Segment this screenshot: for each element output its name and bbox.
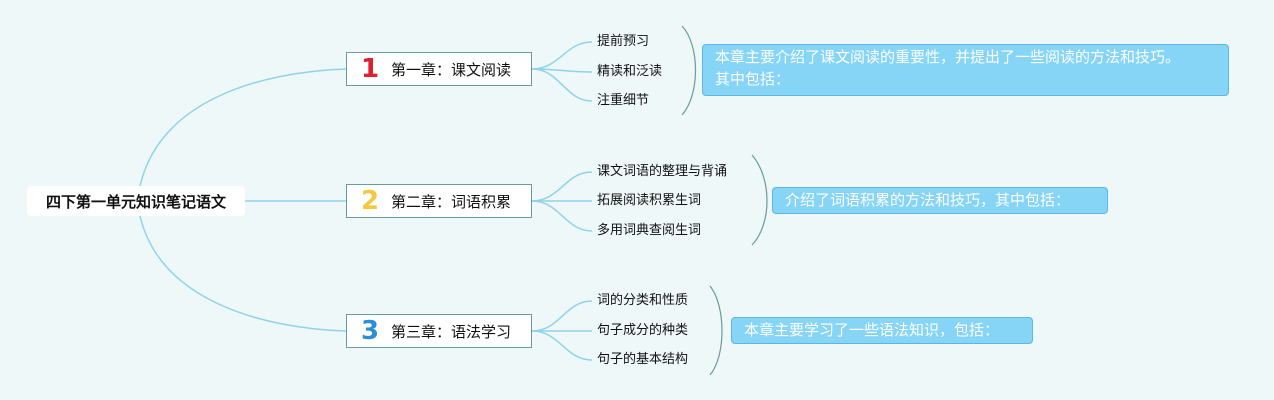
chapter-title-3: 第三章：语法学习 bbox=[391, 322, 512, 341]
connector-ch2-item-1 bbox=[531, 171, 593, 202]
chapter-1-item-1[interactable]: 提前预习 bbox=[597, 34, 650, 49]
chapter-node-1[interactable]: 1 第一章：课文阅读 bbox=[346, 52, 532, 86]
chapter-number-1: 1 bbox=[361, 54, 380, 84]
connector-ch3-item-3 bbox=[531, 330, 593, 361]
chapter-2-summary[interactable]: 介绍了词语积累的方法和技巧，其中包括： bbox=[772, 187, 1108, 214]
chapter-3-item-2[interactable]: 句子成分的种类 bbox=[597, 323, 689, 338]
chapter-node-2[interactable]: 2 第二章：词语积累 bbox=[346, 184, 532, 218]
connector-ch2-item-3 bbox=[531, 200, 593, 232]
chapter-1-item-3[interactable]: 注重细节 bbox=[597, 93, 650, 108]
chapter-2-item-3[interactable]: 多用词典查阅生词 bbox=[597, 223, 702, 238]
chapter-number-2: 2 bbox=[361, 186, 380, 216]
chapter-3-item-1[interactable]: 词的分类和性质 bbox=[597, 293, 689, 308]
chapter-title-1: 第一章：课文阅读 bbox=[391, 60, 512, 79]
connector-ch1-item-3 bbox=[531, 68, 593, 102]
chapter-number-3: 3 bbox=[361, 316, 380, 346]
root-label: 四下第一单元知识笔记语文 bbox=[45, 192, 226, 211]
chapter-3-summary[interactable]: 本章主要学习了一些语法知识，包括： bbox=[731, 317, 1033, 344]
connector-ch3-item-1 bbox=[531, 300, 593, 332]
connector-root-chapter-1 bbox=[139, 68, 347, 187]
chapter-2-summary-line-1: 介绍了词语积累的方法和技巧，其中包括： bbox=[785, 191, 1071, 209]
chapter-1-summary-line-2: 其中包括： bbox=[715, 70, 791, 88]
summary-bracket-2 bbox=[751, 154, 768, 246]
chapter-1-item-2[interactable]: 精读和泛读 bbox=[597, 64, 663, 79]
chapter-1-summary[interactable]: 本章主要介绍了课文阅读的重要性，并提出了一些阅读的方法和技巧。 其中包括： bbox=[702, 44, 1229, 96]
connector-ch1-item-1 bbox=[531, 41, 593, 70]
chapter-node-3[interactable]: 3 第三章：语法学习 bbox=[346, 314, 532, 348]
summary-bracket-3 bbox=[709, 285, 723, 376]
chapter-3-item-3[interactable]: 句子的基本结构 bbox=[597, 352, 689, 367]
summary-bracket-1 bbox=[681, 25, 696, 116]
chapter-1-summary-line-1: 本章主要介绍了课文阅读的重要性，并提出了一些阅读的方法和技巧。 bbox=[715, 48, 1181, 66]
root-node[interactable]: 四下第一单元知识笔记语文 bbox=[27, 186, 245, 216]
chapter-title-2: 第二章：词语积累 bbox=[391, 192, 512, 211]
chapter-2-item-2[interactable]: 拓展阅读积累生词 bbox=[597, 193, 702, 208]
chapter-3-summary-line-1: 本章主要学习了一些语法知识，包括： bbox=[744, 321, 1000, 339]
chapter-2-item-1[interactable]: 课文词语的整理与背诵 bbox=[597, 164, 728, 179]
connector-root-chapter-3 bbox=[139, 215, 347, 332]
